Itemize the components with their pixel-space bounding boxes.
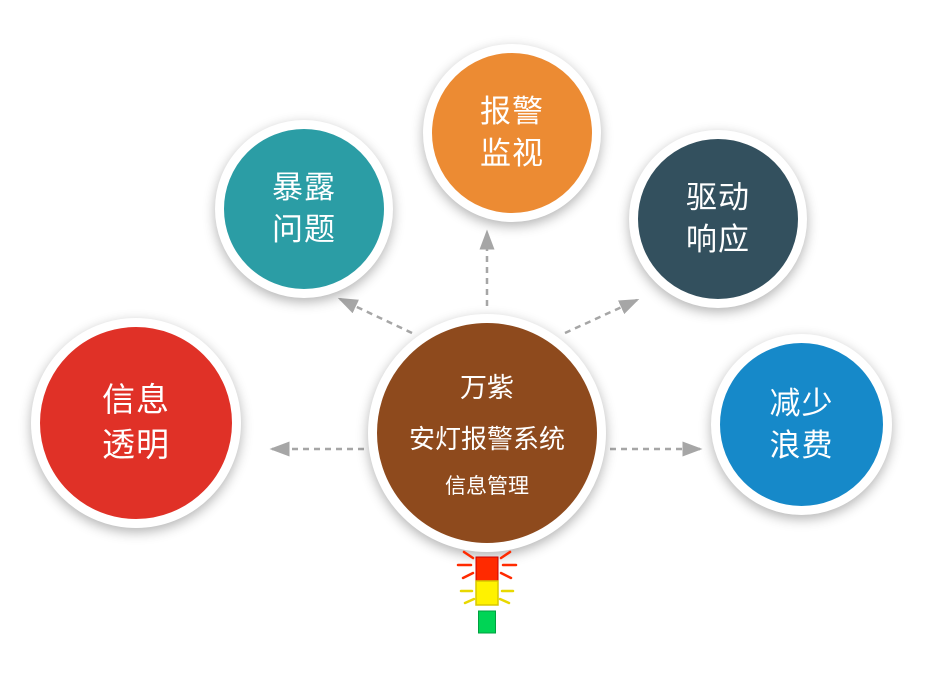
arrow-to-expose-problems	[337, 297, 413, 335]
node-information-transparency-label: 信息 透明	[102, 381, 170, 463]
node-information-transparency: 信息 透明	[31, 318, 241, 528]
center-node-line2: 安灯报警系统	[408, 424, 565, 454]
node-reduce-waste: 减少 浪费	[711, 334, 892, 515]
node-alarm-monitoring: 报警 监视	[423, 44, 601, 222]
green-lamp	[478, 610, 496, 634]
andon-stack-light-icon	[456, 550, 518, 634]
node-alarm-monitoring-label: 报警 监视	[480, 94, 544, 171]
yellow-flash-rays	[459, 589, 515, 605]
red-lamp	[475, 556, 499, 582]
arrow-to-drive-response	[564, 298, 640, 335]
node-reduce-waste-label: 减少 浪费	[769, 385, 834, 463]
node-expose-problems: 暴露 问题	[215, 120, 393, 298]
center-node-line3: 信息管理	[445, 475, 529, 498]
node-expose-problems-label: 暴露 问题	[272, 170, 336, 247]
red-flash-rays	[456, 550, 518, 580]
yellow-lamp	[475, 580, 499, 606]
center-node: 万紫 安灯报警系统 信息管理	[368, 314, 606, 552]
node-drive-response: 驱动 响应	[629, 130, 807, 308]
center-node-line1: 万紫	[460, 373, 514, 403]
node-drive-response-label: 驱动 响应	[686, 180, 750, 257]
